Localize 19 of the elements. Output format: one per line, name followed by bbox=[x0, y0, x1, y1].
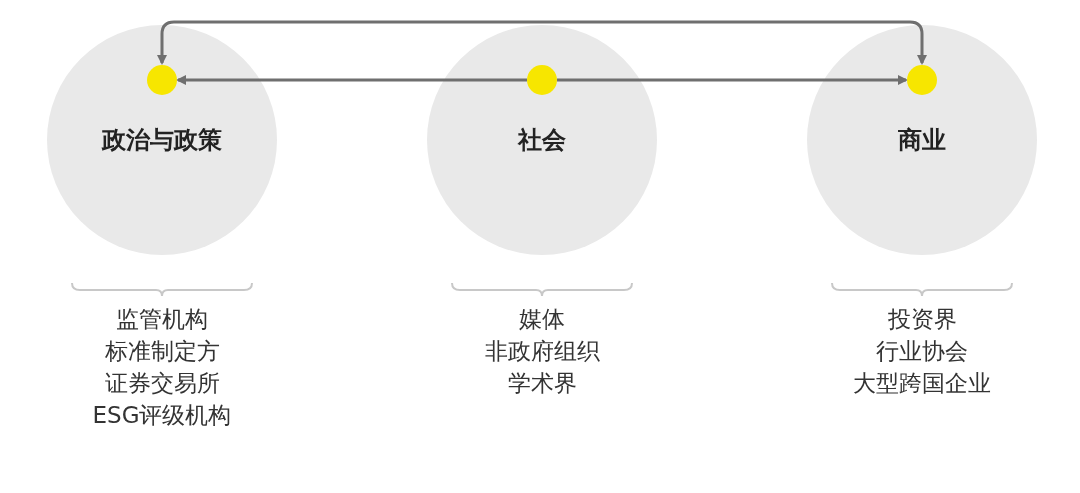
list-item: 媒体 bbox=[519, 305, 565, 334]
list-item: 行业协会 bbox=[876, 337, 968, 366]
list-item: 标准制定方 bbox=[104, 337, 220, 366]
circle-title: 商业 bbox=[898, 125, 946, 156]
list-item: 监管机构 bbox=[116, 305, 208, 334]
list-item: 投资界 bbox=[887, 305, 957, 334]
dot-marker bbox=[527, 65, 557, 95]
circle-title: 社会 bbox=[518, 125, 566, 156]
list-item: 大型跨国企业 bbox=[853, 369, 991, 398]
dot-marker bbox=[147, 65, 177, 95]
arrow bbox=[176, 75, 527, 85]
list-item: ESG评级机构 bbox=[92, 401, 232, 430]
arrow bbox=[157, 20, 927, 65]
dot-marker bbox=[907, 65, 937, 95]
arrow bbox=[557, 75, 908, 85]
list-item: 非政府组织 bbox=[484, 337, 600, 366]
list-item: 证券交易所 bbox=[104, 369, 220, 398]
circle-title: 政治与政策 bbox=[102, 125, 222, 156]
list-item: 学术界 bbox=[507, 369, 577, 398]
